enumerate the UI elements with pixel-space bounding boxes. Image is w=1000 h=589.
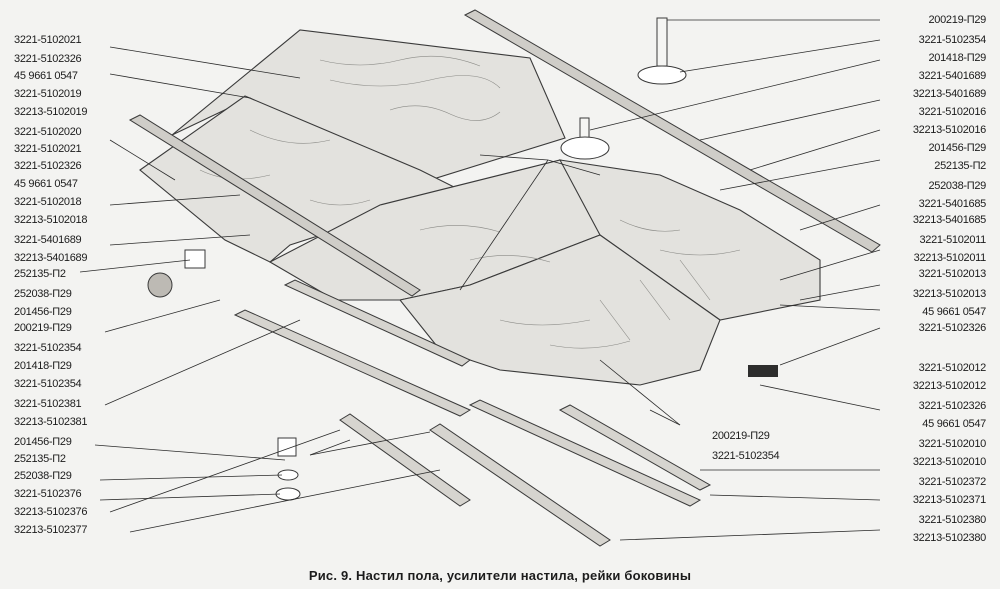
left-labels-6: 3221-5102021	[14, 143, 82, 155]
left-labels-24: 252038-П29	[14, 470, 72, 482]
left-labels-10: 32213-5102018	[14, 214, 88, 226]
right-labels-23: 32213-5102010	[912, 456, 986, 468]
right-labels-15: 32213-5102013	[912, 288, 986, 300]
left-labels-0: 3221-5102021	[14, 34, 82, 46]
right-labels-11: 32213-5401685	[912, 214, 986, 226]
wood-grain	[199, 55, 741, 349]
figure-caption: Рис. 9. Настил пола, усилители настила, …	[308, 568, 692, 583]
left-labels-3: 3221-5102019	[14, 88, 82, 100]
left-labels-15: 201456-П29	[14, 306, 72, 318]
side-rail-left	[128, 114, 421, 297]
center-label-0: 200219-П29	[712, 430, 770, 442]
fastener-bolt-washer-mid	[560, 117, 610, 160]
center-label-1: 3221-5102354	[712, 450, 780, 462]
fastener-bolt-left	[147, 249, 206, 298]
left-labels-2: 45 9661 0547	[14, 70, 78, 82]
left-labels-4: 32213-5102019	[14, 106, 88, 118]
right-labels-16: 45 9661 0547	[922, 306, 986, 318]
left-labels-25: 3221-5102376	[14, 488, 82, 500]
left-labels-22: 201456-П29	[14, 436, 72, 448]
right-labels-12: 3221-5102011	[919, 234, 986, 246]
left-labels-13: 252135-П2	[14, 268, 66, 280]
floor-reinforcements	[233, 279, 712, 547]
left-labels-8: 45 9661 0547	[14, 178, 78, 190]
left-labels-1: 3221-5102326	[14, 53, 82, 65]
left-labels-7: 3221-5102326	[14, 160, 82, 172]
right-labels-7: 201456-П29	[928, 142, 986, 154]
left-labels-20: 3221-5102381	[14, 398, 82, 410]
right-labels-9: 252038-П29	[928, 180, 986, 192]
right-labels-2: 201418-П29	[928, 52, 986, 64]
right-labels-26: 3221-5102380	[918, 514, 987, 526]
plug-pad	[748, 365, 778, 377]
right-labels-5: 3221-5102016	[918, 106, 987, 118]
left-labels-12: 32213-5401689	[14, 252, 88, 264]
right-labels-8: 252135-П2	[934, 160, 986, 172]
right-labels-3: 3221-5401689	[918, 70, 987, 82]
right-labels-14: 3221-5102013	[918, 268, 987, 280]
right-labels-6: 32213-5102016	[912, 124, 986, 136]
left-labels-5: 3221-5102020	[14, 126, 82, 138]
left-labels-14: 252038-П29	[14, 288, 72, 300]
right-labels-0: 200219-П29	[928, 14, 986, 26]
left-labels-27: 32213-5102377	[14, 524, 88, 536]
right-labels-27: 32213-5102380	[912, 532, 986, 544]
right-labels-21: 45 9661 0547	[922, 418, 986, 430]
left-labels-18: 201418-П29	[14, 360, 72, 372]
left-labels-26: 32213-5102376	[14, 506, 88, 518]
left-labels-16: 200219-П29	[14, 322, 72, 334]
side-rail-right	[463, 9, 881, 253]
right-labels-24: 3221-5102372	[918, 476, 987, 488]
left-labels-23: 252135-П2	[14, 453, 66, 465]
fastener-bolt-washer-top	[637, 17, 687, 85]
left-labels-21: 32213-5102381	[14, 416, 88, 428]
right-labels-19: 32213-5102012	[912, 380, 986, 392]
right-labels-25: 32213-5102371	[912, 494, 986, 506]
right-labels-17: 3221-5102326	[918, 322, 987, 334]
left-labels-19: 3221-5102354	[14, 378, 82, 390]
right-labels-10: 3221-5401685	[918, 198, 987, 210]
right-labels-20: 3221-5102326	[918, 400, 987, 412]
fastener-bolt-bottom	[275, 437, 301, 501]
right-labels-22: 3221-5102010	[918, 438, 987, 450]
left-labels-11: 3221-5401689	[14, 234, 82, 246]
right-labels-1: 3221-5102354	[918, 34, 987, 46]
right-labels-18: 3221-5102012	[918, 362, 987, 374]
right-labels-4: 32213-5401689	[912, 88, 986, 100]
left-labels-17: 3221-5102354	[14, 342, 82, 354]
leader-lines	[79, 19, 881, 541]
left-labels-9: 3221-5102018	[14, 196, 82, 208]
right-labels-13: 32213-5102011	[913, 252, 987, 264]
